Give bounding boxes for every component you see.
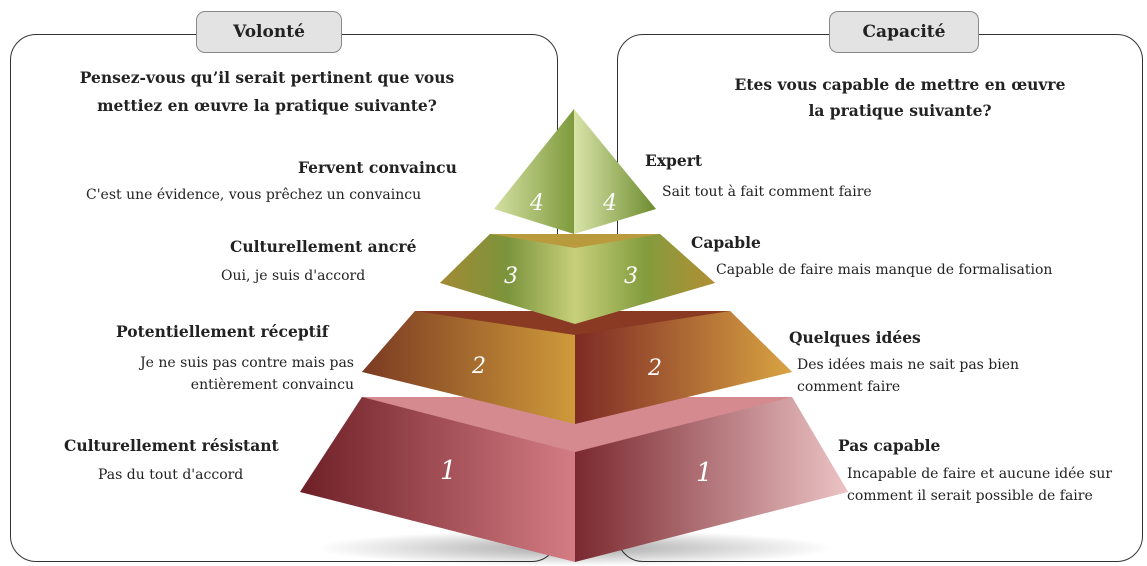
volonte-tab: Volonté [196,11,342,53]
tier2-right-number: 2 [648,356,662,381]
capacite-tab: Capacité [829,11,979,53]
capacite-question: Etes vous capable de mettre en œuvre la … [690,72,1110,124]
tier2-left-face [362,311,575,424]
capacite-level4-title: Expert [645,151,703,170]
tier2-right-face [575,311,792,424]
volonte-level3-title: Culturellement ancré [230,237,417,256]
capacite-level1-title: Pas capable [838,436,941,455]
tier3-right-face [575,234,715,324]
tier1-right-number: 1 [696,458,713,488]
capacite-level3-title: Capable [691,233,761,252]
volonte-question-line1: Pensez-vous qu’il serait pertinent que v… [79,68,455,87]
capacite-level2-desc-line2: comment faire [797,379,901,395]
volonte-level1-desc: Pas du tout d'accord [98,467,244,483]
tier4-left-number: 4 [530,191,544,216]
capacite-level3-desc: Capable de faire mais manque de formalis… [716,262,1053,278]
capacite-level1-desc-line2: comment il serait possible de faire [847,488,1093,504]
volonte-level4-title: Fervent convaincu [298,158,457,177]
volonte-level2-desc-line1: Je ne suis pas contre mais pas [140,355,354,371]
volonte-level2-desc-line2: entièrement convaincu [190,377,354,393]
volonte-question-line2: mettiez en œuvre la pratique suivante? [97,96,437,115]
capacite-question-line1: Etes vous capable de mettre en œuvre [734,75,1066,94]
tier4-left-face [494,109,574,234]
capacite-level2-desc-line1: Des idées mais ne sait pas bien [797,357,1020,373]
volonte-level1-title: Culturellement résistant [64,436,279,455]
volonte-level3-desc: Oui, je suis d'accord [221,268,366,284]
tier1-left-face [300,397,575,562]
tier3-left-face [440,234,575,324]
tier3-left-number: 3 [504,264,518,289]
volonte-level2-title: Potentiellement réceptif [116,322,329,341]
tier2-left-number: 2 [472,354,486,379]
tier1-left-number: 1 [440,456,457,486]
capacite-level4-desc: Sait tout à fait comment faire [662,184,872,200]
capacite-level2-title: Quelques idées [789,328,921,347]
volonte-level4-desc: C'est une évidence, vous prêchez un conv… [86,187,422,203]
capacite-level1-desc-line1: Incapable de faire et aucune idée sur [847,466,1113,482]
capacite-level1-desc: Incapable de faire et aucune idée sur co… [847,463,1112,507]
volonte-question: Pensez-vous qu’il serait pertinent que v… [42,64,492,120]
volonte-level2-desc: Je ne suis pas contre mais pas entièreme… [122,352,354,396]
tier1-right-face [575,397,848,562]
capacite-question-line2: la pratique suivante? [808,101,992,120]
tier3-right-number: 3 [624,264,638,289]
tier4-right-face [574,109,656,234]
tier4-right-number: 4 [603,191,617,216]
capacite-level2-desc: Des idées mais ne sait pas bien comment … [797,354,1019,398]
